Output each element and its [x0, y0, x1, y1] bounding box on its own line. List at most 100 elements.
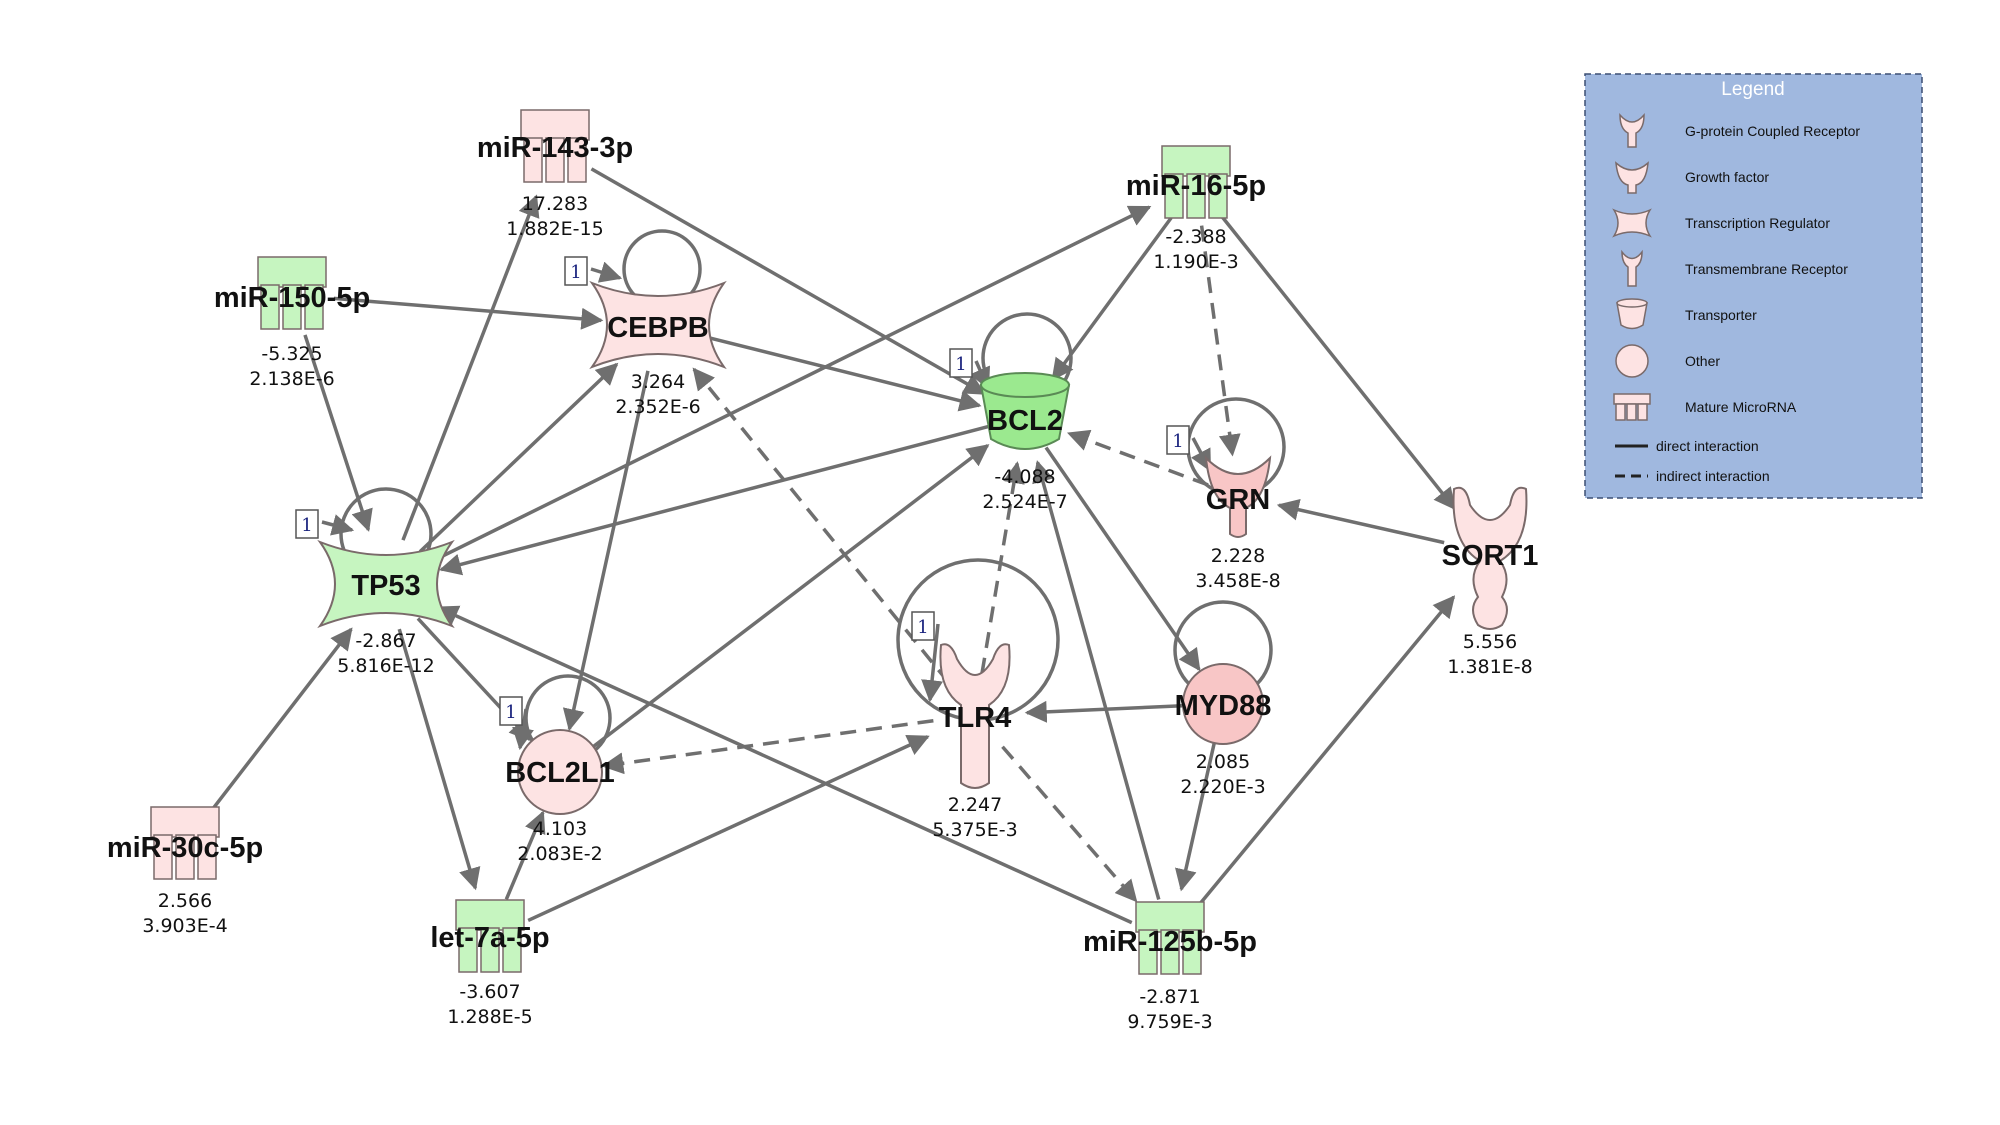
node-fold-change: 2.228: [1211, 545, 1265, 567]
svg-text:1: 1: [1172, 431, 1183, 452]
node-p-value: 5.375E-3: [932, 819, 1017, 841]
edge-bcl2-to-tp53: [439, 424, 990, 576]
legend-item: Transmembrane Receptor: [1621, 249, 1848, 287]
transcription-regulator-shape-icon: [589, 280, 727, 370]
other-shape-icon: [517, 729, 603, 815]
mirna-shape-icon: [520, 109, 590, 183]
transporter-shape-icon: [979, 372, 1071, 450]
edge-mir150-to-cebpb: [333, 296, 604, 330]
edge-mir125b-to-bcl2: [1032, 460, 1161, 900]
edges-layer: [209, 167, 1456, 925]
edge-tlr4-to-bcl2: [980, 461, 1025, 674]
loop-count-badge: 1: [1166, 425, 1190, 455]
node-fold-change: 2.566: [158, 890, 212, 912]
edge-tp53-to-cebpb: [418, 362, 619, 553]
node-label: TP53: [351, 570, 420, 602]
mature-microrna-icon: [1613, 393, 1651, 421]
edge-tlr4-to-bcl2l1: [601, 718, 934, 775]
self-loop-bcl2l1: 1: [499, 674, 612, 762]
other-icon: [1615, 344, 1649, 378]
node-label: TLR4: [939, 702, 1012, 734]
node-tlr4[interactable]: TLR4 2.247 5.375E-3: [932, 643, 1018, 841]
node-label: SORT1: [1442, 540, 1539, 572]
edge-mir125b-to-sort1: [1195, 595, 1456, 909]
legend-indirect-label: indirect interaction: [1656, 468, 1770, 484]
node-p-value: 2.352E-6: [615, 396, 700, 418]
legend-item: Other: [1615, 344, 1720, 378]
growth-factor-shape-icon: [1204, 455, 1272, 538]
legend-item-label: G-protein Coupled Receptor: [1685, 123, 1860, 139]
edge-mir143-to-bcl2: [590, 167, 987, 396]
svg-text:1: 1: [570, 262, 581, 283]
edge-myd88-to-tlr4: [1024, 700, 1192, 723]
edge-tlr4-to-cebpb: [692, 367, 950, 684]
legend-item: Mature MicroRNA: [1613, 393, 1797, 421]
mirna-shape-icon: [257, 256, 327, 330]
legend-direct-label: direct interaction: [1656, 438, 1759, 454]
transcription-regulator-shape-icon: [317, 539, 455, 629]
node-label: BCL2: [987, 405, 1063, 437]
node-p-value: 1.381E-8: [1447, 656, 1532, 678]
transporter-icon: [1616, 298, 1648, 330]
edge-tp53-to-let7a: [397, 628, 481, 891]
legend-item-label: Other: [1685, 353, 1720, 369]
loop-count-badge: 1: [295, 509, 319, 539]
node-grn[interactable]: GRN 2.228 3.458E-8: [1195, 455, 1281, 592]
legend-panel: Legend G-protein Coupled ReceptorGrowth …: [1584, 73, 1923, 499]
edge-tp53-to-mir143: [401, 194, 540, 541]
legend-item-label: Mature MicroRNA: [1685, 399, 1797, 415]
node-fold-change: -3.607: [459, 981, 520, 1003]
node-fold-change: -4.088: [994, 466, 1055, 488]
node-fold-change: -2.871: [1139, 986, 1200, 1008]
loop-count-badge: 1: [499, 696, 523, 726]
transmembrane-receptor-shape-icon: [939, 643, 1011, 789]
node-tp53[interactable]: TP53 -2.867 5.816E-12: [317, 539, 455, 677]
edge-sort1-to-grn: [1276, 498, 1445, 545]
edge-bcl2-to-myd88: [1044, 446, 1201, 672]
node-label: miR-143-3p: [477, 132, 633, 164]
edge-mir16-to-bcl2: [1051, 216, 1173, 381]
node-cebpb[interactable]: CEBPB 3.264 2.352E-6: [589, 280, 727, 418]
node-label: BCL2L1: [505, 757, 615, 789]
node-fold-change: 2.247: [948, 794, 1002, 816]
legend-item-label: Transcription Regulator: [1685, 215, 1830, 231]
node-label: miR-30c-5p: [107, 832, 263, 864]
node-fold-change: 3.264: [631, 371, 685, 393]
other-shape-icon: [1182, 663, 1264, 745]
svg-text:1: 1: [301, 515, 312, 536]
node-p-value: 5.816E-12: [337, 655, 434, 677]
growth-factor-icon: [1615, 161, 1649, 194]
loop-count-badge: 1: [564, 256, 588, 286]
node-bcl2[interactable]: BCL2 -4.088 2.524E-7: [979, 372, 1071, 513]
node-fold-change: -2.867: [355, 630, 416, 652]
node-label: GRN: [1206, 484, 1270, 516]
edge-bcl2l1-to-bcl2: [585, 444, 990, 753]
edge-myd88-to-mir125b: [1175, 734, 1218, 892]
nodes-layer: miR-143-3p17.2831.882E-15miR-150-5p-5.32…: [107, 109, 1539, 1033]
node-p-value: 1.288E-5: [447, 1006, 532, 1028]
node-label: miR-16-5p: [1126, 170, 1266, 202]
node-label: CEBPB: [607, 312, 709, 344]
mirna-shape-icon: [1161, 145, 1231, 219]
node-p-value: 2.524E-7: [982, 491, 1067, 513]
mirna-shape-icon: [150, 806, 220, 880]
legend-item-label: Transmembrane Receptor: [1685, 261, 1848, 277]
node-p-value: 3.458E-8: [1195, 570, 1280, 592]
mirna-shape-icon: [455, 899, 525, 973]
node-fold-change: 17.283: [522, 193, 588, 215]
node-label: miR-150-5p: [214, 282, 370, 314]
edge-mir30c-to-tp53: [209, 627, 353, 813]
gpcr-icon: [1619, 112, 1645, 148]
